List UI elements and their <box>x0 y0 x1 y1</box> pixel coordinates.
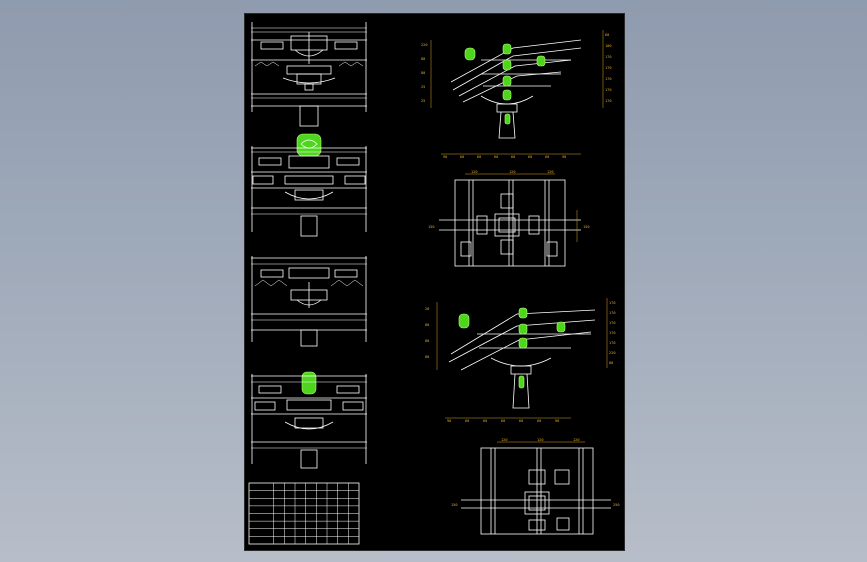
dimension-label: 60 <box>511 155 515 159</box>
specification-table <box>248 482 360 545</box>
dimension-label: 60 <box>501 419 505 423</box>
dimension-label: 170 <box>605 66 612 70</box>
dimension-label: 170 <box>609 301 616 305</box>
dimension-label: 25 <box>421 85 425 89</box>
bracket-elevation-4 <box>251 371 367 469</box>
dimension-label: 120 <box>471 170 478 174</box>
dimension-label: 170 <box>609 311 616 315</box>
dimension-label: 120 <box>537 438 544 442</box>
bracket-elevation-3 <box>251 256 367 347</box>
dimension-label: 170 <box>605 99 612 103</box>
bracket-section-2: 20 80 80 80 170 170 170 170 170 220 80 90 60 60 60 60 60… <box>425 298 616 423</box>
svg-text:150: 150 <box>451 503 458 507</box>
dimension-label: 60 <box>545 155 549 159</box>
dimension-label: 170 <box>609 331 616 335</box>
dimension-label: 120 <box>547 170 554 174</box>
dimension-label: 90 <box>562 155 566 159</box>
dimension-label: 120 <box>509 170 516 174</box>
dimension-label: 170 <box>605 77 612 81</box>
dimension-label: 80 <box>425 339 429 343</box>
dimension-label: 90 <box>443 155 447 159</box>
drawing-sheet: 220 80 80 25 25 60 100 170 170 170 170 170 90 60 60 60 6… <box>244 13 625 551</box>
dimension-label: 80 <box>425 355 429 359</box>
dimension-label: 80 <box>421 57 425 61</box>
dimension-label: 120 <box>501 438 508 442</box>
cad-drawing: 220 80 80 25 25 60 100 170 170 170 170 170 90 60 60 60 6… <box>248 22 620 545</box>
svg-text:150: 150 <box>583 225 590 229</box>
dimension-label: 220 <box>421 43 428 47</box>
dimension-label: 60 <box>494 155 498 159</box>
dimension-label: 120 <box>573 438 580 442</box>
dimension-label: 90 <box>447 419 451 423</box>
bracket-section-1: 220 80 80 25 25 60 100 170 170 170 170 170 90 60 60 60 6… <box>421 30 612 159</box>
dimension-label: 20 <box>425 307 429 311</box>
carved-ornament-icon <box>296 133 322 157</box>
dimension-label: 60 <box>605 33 609 37</box>
dimension-label: 220 <box>609 351 616 355</box>
dimension-label: 60 <box>528 155 532 159</box>
dimension-label: 90 <box>555 419 559 423</box>
dimension-label: 170 <box>605 55 612 59</box>
dimension-label: 60 <box>477 155 481 159</box>
svg-text:250: 250 <box>613 503 620 507</box>
dimension-label: 80 <box>421 71 425 75</box>
dimension-label: 60 <box>519 419 523 423</box>
dimension-label: 60 <box>465 419 469 423</box>
dimension-label: 100 <box>605 44 612 48</box>
dimension-label: 25 <box>421 99 425 103</box>
dimension-label: 60 <box>483 419 487 423</box>
dimension-label: 80 <box>609 361 613 365</box>
bracket-elevation-1 <box>251 22 367 127</box>
bracket-plan-2: 150 250 120 120 120 <box>451 438 620 535</box>
dimension-label: 170 <box>609 321 616 325</box>
dimension-label: 60 <box>537 419 541 423</box>
dimension-label: 60 <box>460 155 464 159</box>
bracket-elevation-2 <box>251 133 367 237</box>
bracket-plan-1: 150 150 120 120 120 <box>428 170 590 267</box>
dimension-label: 170 <box>605 88 612 92</box>
svg-text:150: 150 <box>428 225 435 229</box>
dimension-label: 170 <box>609 341 616 345</box>
carved-ornament-icon <box>301 371 317 395</box>
dimension-label: 80 <box>425 323 429 327</box>
